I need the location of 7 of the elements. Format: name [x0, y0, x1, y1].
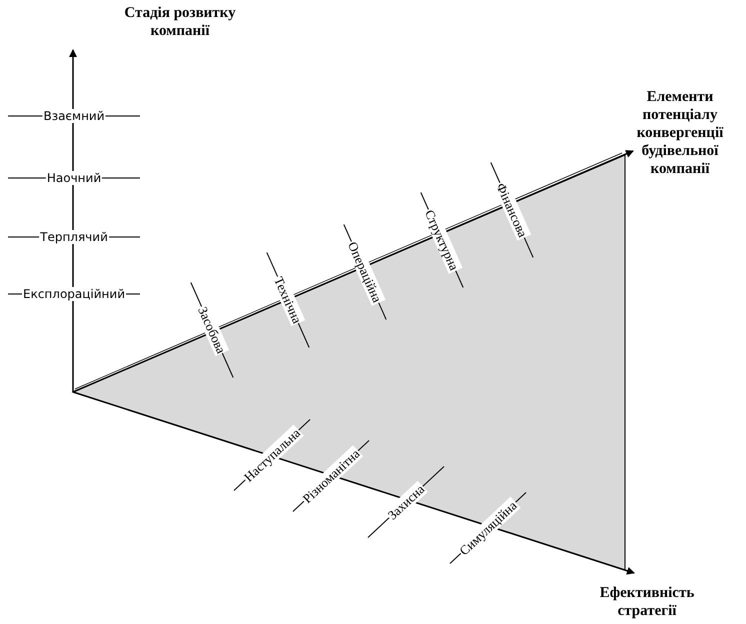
axis-title: Ефективність стратегії [598, 584, 696, 620]
tick-label: Експлораційний [22, 287, 126, 301]
tick-label: Наочний [46, 171, 102, 185]
tick-label: Терплячий [39, 230, 109, 244]
axis-title: Елементи потенціалу конвергенції будівельної компанії [636, 88, 724, 178]
tick-label: Взаємний [42, 109, 106, 123]
axis-title: Стадія розвитку компанії [123, 4, 237, 40]
